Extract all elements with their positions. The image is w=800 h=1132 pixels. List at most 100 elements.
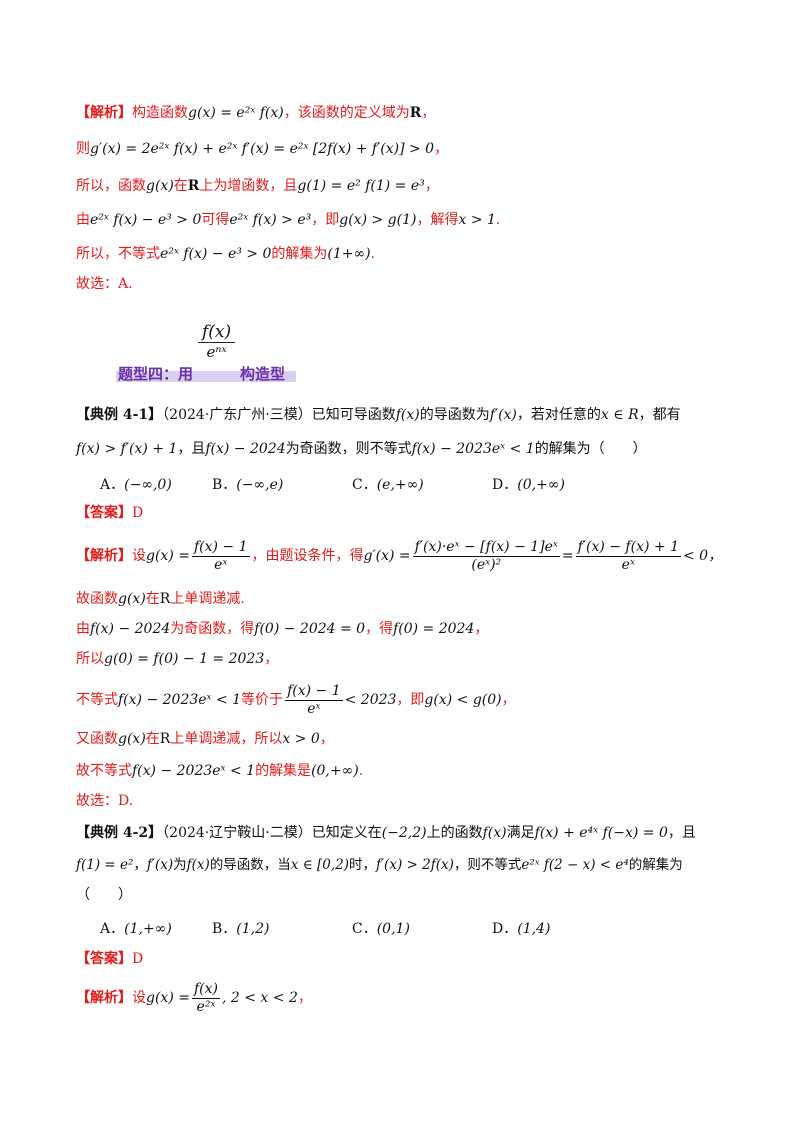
option-b[interactable]: B．(−∞,e): [212, 474, 283, 494]
formula: x ∈ [0,2): [290, 857, 349, 873]
formula: g(x): [118, 591, 146, 607]
formula: g(x) =: [146, 548, 190, 564]
section-heading-left: 题型四：用: [118, 365, 194, 383]
solution-line: 所以，不等式e²ˣ f(x) − e³ > 0的解集为(1+∞).: [76, 245, 375, 263]
option-letter: D．: [492, 921, 518, 937]
fraction: f′(x)·eˣ − [f(x) − 1]eˣ(eˣ)²: [412, 538, 560, 574]
formula: g(x): [118, 731, 146, 747]
formula: g′(x) =: [363, 548, 411, 564]
fraction-denominator: eⁿˣ: [198, 342, 236, 361]
text: 设: [132, 548, 146, 564]
formula: f(0) = 2024: [393, 621, 475, 637]
option-value: (1,+∞): [124, 921, 172, 937]
text: 的导函数为: [419, 407, 490, 423]
text: 构造函数: [132, 105, 188, 121]
text: 故不等式: [76, 763, 132, 779]
formula: e²ˣ f(x) − e³ > 0: [90, 212, 202, 228]
formula: e²ˣ f(x) > e³: [229, 212, 312, 228]
answer-tag: 【答案】: [76, 505, 132, 521]
text: ，: [297, 990, 312, 1006]
text: ，解得: [416, 212, 459, 228]
option-letter: D．: [492, 477, 518, 493]
formula: g(x) > g(1): [339, 212, 417, 228]
answer-value: D: [132, 951, 144, 967]
formula: g(x) =: [146, 990, 190, 1006]
option-letter: C．: [352, 921, 377, 937]
formula: f(x): [186, 857, 210, 873]
option-value: (−∞,e): [236, 477, 284, 493]
text: 在: [173, 178, 188, 194]
heading-fraction: f(x) eⁿˣ: [198, 322, 236, 361]
section-heading-right: 构造型: [240, 365, 286, 383]
text: ，由题设条件，得: [251, 548, 364, 564]
solution-line: 故函数g(x)在R上单调递减.: [76, 590, 245, 608]
solution-line: 故不等式f(x) − 2023eˣ < 1的解集是(0,+∞).: [76, 762, 363, 780]
option-value: (1,4): [517, 921, 551, 937]
analysis-tag: 【解析】: [76, 548, 132, 564]
question-line: 【典例 4-2】（2024·辽宁鞍山·二模）已知定义在(−2,2)上的函数f(x…: [76, 824, 696, 842]
text: ，即: [311, 212, 340, 228]
text: ，: [434, 141, 449, 157]
formula: R: [187, 178, 200, 194]
solution-line: 由e²ˣ f(x) − e³ > 0可得e²ˣ f(x) > e³，即g(x) …: [76, 211, 500, 229]
formula: g′(x) = 2e²ˣ f(x) + e²ˣ f′(x) = e²ˣ [2f(…: [90, 141, 435, 157]
formula: R: [409, 105, 422, 121]
formula: g(x): [146, 178, 174, 194]
fraction-numerator: f(x): [193, 980, 218, 997]
formula: =: [561, 548, 574, 564]
text: ，: [424, 178, 439, 194]
text: 时，: [349, 857, 376, 873]
fraction-numerator: f(x) − 1: [193, 538, 248, 555]
formula: (1+∞): [327, 246, 371, 262]
formula: f′(x): [489, 407, 517, 423]
fraction-numerator: f′(x) − f(x) + 1: [577, 538, 679, 555]
text: 的导函数，当: [209, 857, 291, 873]
formula: g(1) = e² f(1) = e³: [297, 178, 425, 194]
formula: R: [159, 591, 171, 607]
formula: f(x) − 2023eˣ < 1: [411, 441, 535, 457]
text: ，该函数的定义域为: [283, 105, 410, 121]
text: 的解集为: [628, 857, 683, 873]
solution-line: 【解析】构造函数g(x) = e²ˣ f(x)，该函数的定义域为R，: [76, 104, 435, 122]
option-c[interactable]: C．(e,+∞): [352, 474, 424, 494]
text: ，: [133, 857, 147, 873]
fraction-denominator: (eˣ)²: [412, 555, 560, 574]
option-a[interactable]: A．(1,+∞): [100, 918, 172, 938]
text: （2024·辽宁鞍山·二模）已知定义在: [162, 825, 382, 841]
formula: x > 1: [458, 212, 496, 228]
formula: f(x) − 2023eˣ < 1: [132, 763, 256, 779]
option-letter: B．: [212, 921, 237, 937]
question-line: f(1) = e²，f′(x)为f(x)的导函数，当x ∈ [0,2)时，f′(…: [76, 856, 683, 874]
text: 为奇函数，则不等式: [285, 441, 412, 457]
formula: < 0，: [682, 548, 723, 564]
formula: g(0) = f(0) − 1 = 2023: [104, 651, 265, 667]
text: ，得: [365, 621, 394, 637]
text: 的解集为（ ）: [534, 441, 647, 457]
text: （2024·广东广州·三模）已知可导函数: [162, 407, 396, 423]
formula: f(x) > f′(x) + 1: [76, 441, 178, 457]
option-c[interactable]: C．(0,1): [352, 918, 410, 938]
text: 由: [76, 621, 90, 637]
fraction-denominator: eˣ: [285, 699, 343, 718]
text: ，即: [396, 692, 425, 708]
formula: x > 0: [282, 731, 320, 747]
option-a[interactable]: A．(−∞,0): [100, 474, 172, 494]
formula: (−2,2): [381, 825, 427, 841]
text: 满足: [506, 825, 535, 841]
text: 为奇函数，得: [170, 621, 255, 637]
option-d[interactable]: D．(0,+∞): [492, 474, 565, 494]
text: 所以: [76, 651, 104, 667]
solution-line: 所以，函数g(x)在R上为增函数，且g(1) = e² f(1) = e³，: [76, 177, 439, 195]
option-d[interactable]: D．(1,4): [492, 918, 550, 938]
option-letter: C．: [352, 477, 377, 493]
option-b[interactable]: B．(1,2): [212, 918, 270, 938]
answer-line: 【答案】D: [76, 950, 143, 968]
formula: < 2023: [344, 692, 397, 708]
fraction-numerator: f′(x)·eˣ − [f(x) − 1]eˣ: [414, 538, 558, 555]
answer-tag: 【答案】: [76, 951, 132, 967]
formula: (0,+∞): [311, 763, 359, 779]
formula: e²ˣ f(2 − x) < e⁴: [521, 857, 629, 873]
option-value: (0,+∞): [517, 477, 565, 493]
